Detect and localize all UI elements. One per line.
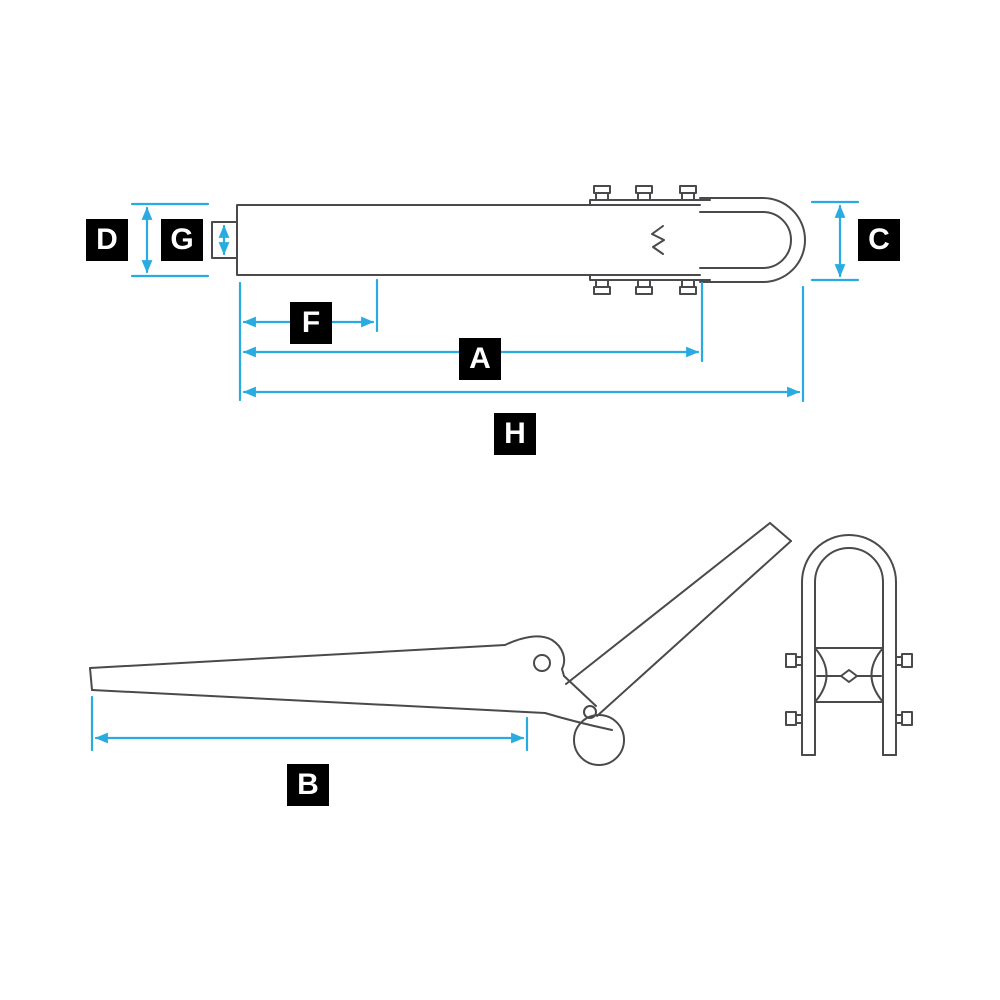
dim-d-extensions [130,202,210,278]
dim-label-b: B [287,764,329,806]
lever-upper-edge [565,522,771,685]
side-view-part [89,522,792,766]
cheek-bottom [544,712,613,731]
arm-top-edge [89,644,506,669]
dim-label-g: G [161,219,203,261]
legs-outer [801,581,897,756]
roller-zigzag [651,225,665,255]
bolts-bottom [593,279,697,295]
loop-inner [699,211,792,269]
pivot-hole [533,654,551,672]
dimension-lines [90,200,860,752]
bracket-plates [589,199,711,281]
bolts-top [593,185,697,201]
side-roller [573,714,625,766]
arm-left-cap [89,667,93,691]
spool-edges [814,647,884,703]
arch-inner [814,547,884,583]
dim-label-d: D [86,219,128,261]
pivot-bolt [583,705,597,719]
dim-label-f: F [290,302,332,344]
top-view-part [211,185,806,295]
end-view-bolts [785,653,913,726]
loop-outer [699,197,806,283]
spool-center-diamond [840,669,858,683]
lever-tip [769,522,792,542]
dim-b-extensions [90,695,529,752]
dim-label-c: C [858,219,900,261]
dim-label-h: H [494,413,536,455]
cheek-hump [504,635,566,677]
dim-label-a: A [459,338,501,380]
arch-outer [801,534,897,583]
tongue-outline [211,221,238,259]
legs-inner [814,581,884,756]
lever-lower-edge [596,540,792,717]
dim-c-extensions [810,200,860,282]
cheek-right-edge [563,675,597,707]
end-view-part [785,534,913,756]
arm-bottom-edge [91,689,546,714]
channel-outline [236,204,701,276]
